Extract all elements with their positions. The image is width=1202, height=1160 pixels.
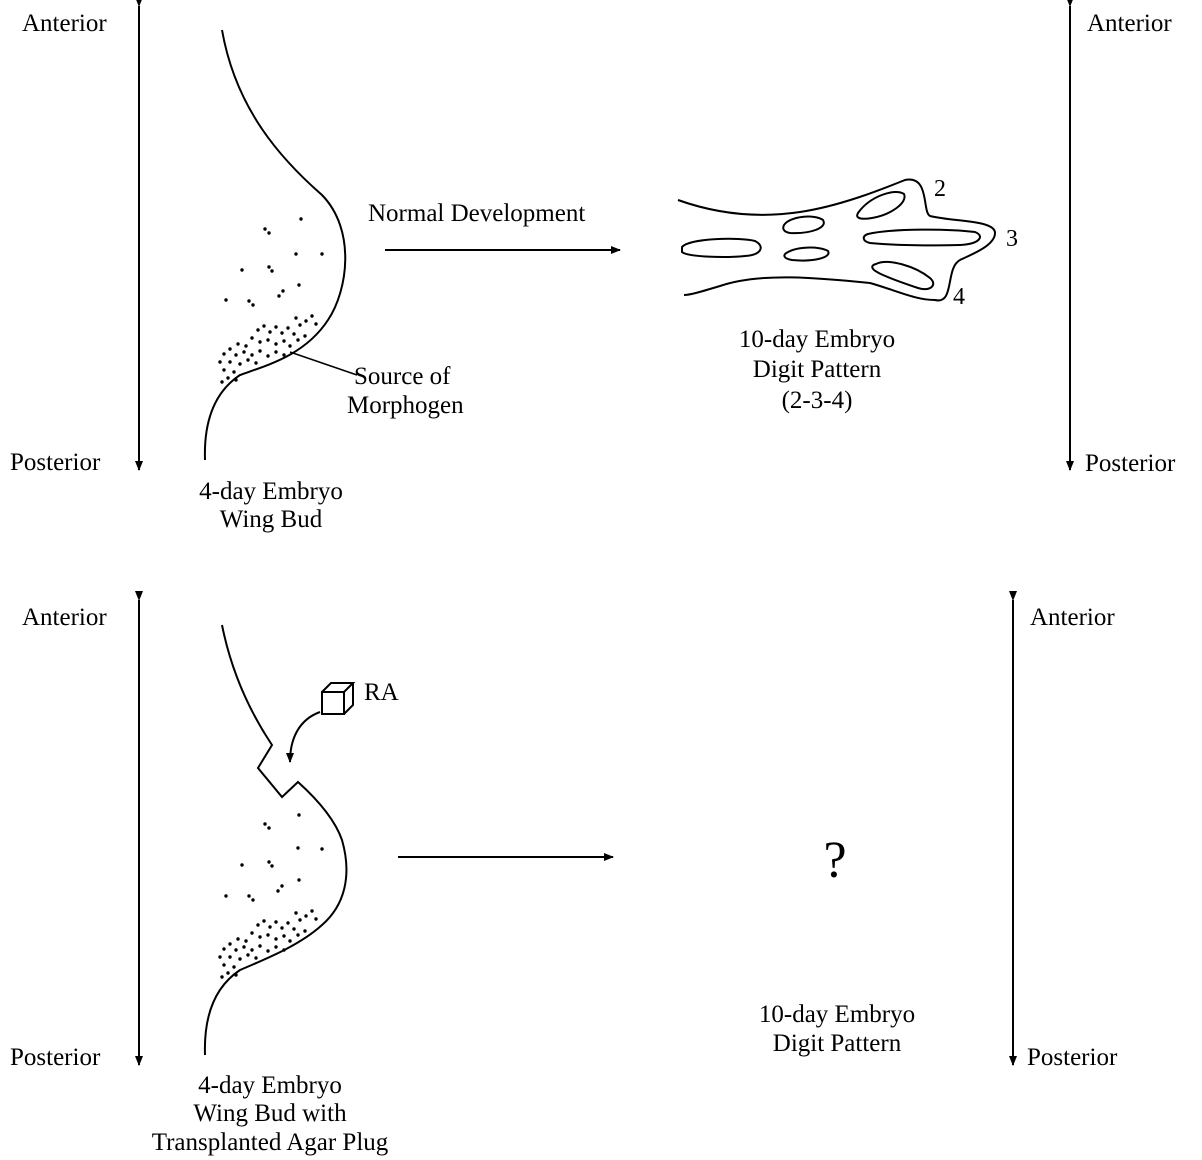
top-result-caption-line2: Digit Pattern	[752, 356, 882, 383]
normal-development-label: Normal Development	[368, 200, 586, 227]
top-source-pointer-line	[289, 351, 358, 376]
bottom-bud-caption-line2: Wing Bud with	[193, 1100, 347, 1127]
bottom-bud-caption-line3: Transplanted Agar Plug	[151, 1129, 389, 1156]
top-left-anterior-label: Anterior	[22, 10, 107, 37]
bottom-result-caption-line2: Digit Pattern	[772, 1030, 902, 1057]
top-digit-pattern-outline	[677, 178, 997, 302]
ra-transplant-arrow	[286, 711, 321, 763]
bottom-left-posterior-label: Posterior	[10, 1044, 101, 1071]
bottom-bud-caption-line1: 4-day Embryo	[198, 1072, 342, 1099]
unknown-result-question-mark: ?	[823, 832, 847, 889]
ra-agar-plug-cube-icon	[321, 682, 356, 715]
top-morphogen-dots	[218, 217, 324, 384]
digit-label-2: 2	[934, 176, 946, 202]
top-bud-caption-line1: 4-day Embryo	[199, 478, 343, 505]
bottom-right-anterior-label: Anterior	[1030, 604, 1115, 631]
bottom-left-anterior-label: Anterior	[22, 604, 107, 631]
top-right-anterior-label: Anterior	[1087, 10, 1172, 37]
top-left-posterior-label: Posterior	[10, 449, 101, 476]
morphogen-label: Morphogen	[347, 392, 464, 419]
bottom-result-caption-line1: 10-day Embryo	[758, 1001, 916, 1028]
digit-label-3: 3	[1006, 226, 1018, 252]
ra-label: RA	[364, 679, 399, 706]
bottom-right-posterior-label: Posterior	[1027, 1044, 1118, 1071]
top-wing-bud-outline	[203, 29, 347, 461]
top-digit-bones	[681, 191, 981, 291]
digit-label-4: 4	[953, 284, 965, 310]
bottom-morphogen-dots	[218, 813, 324, 979]
top-result-caption-line3: (2-3-4)	[781, 387, 853, 414]
source-of-label: Source of	[354, 363, 451, 390]
top-result-caption-line1: 10-day Embryo	[738, 326, 896, 353]
top-bud-caption-line2: Wing Bud	[219, 506, 323, 533]
top-right-posterior-label: Posterior	[1085, 450, 1176, 477]
bottom-wing-bud-outline	[203, 624, 348, 1056]
